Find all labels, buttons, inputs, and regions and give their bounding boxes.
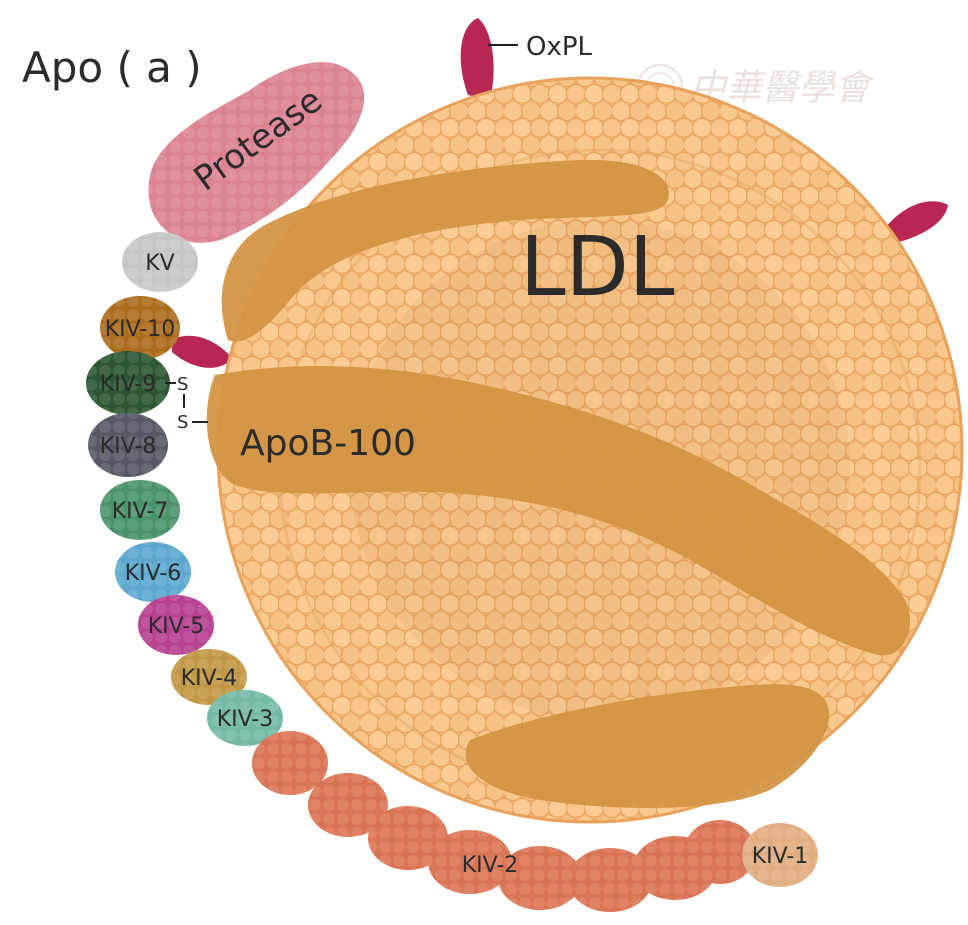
disulfide-s-top: S [177,374,188,395]
kringle-label: KIV-1 [752,844,809,869]
kringle-blob-texture [86,351,170,415]
kringle-kiv4: KIV-4 [171,649,247,705]
oxpl-spike-top [460,18,494,100]
kringle-kiv3: KIV-3 [207,690,283,746]
kringle-blob-texture [100,296,180,360]
oxpl-spike-left [172,335,232,368]
kringle-blob-texture [115,542,191,602]
kringle-kiv7: KIV-7 [100,480,180,540]
page-title: Apo ( a ) [22,43,202,92]
kringle-kiv2: KIV-2 [252,731,756,912]
kringle-blob-texture [308,773,388,837]
kringle-kv: KV [122,232,198,292]
disulfide-s-bottom: S [177,412,188,433]
kringle-label: KIV-2 [462,853,519,878]
oxpl-spike-right [880,201,948,245]
kringle-label: KV [145,251,174,276]
oxpl-spikes [172,18,948,368]
apob-band-bottom [465,684,830,809]
kringle-kiv9: KIV-9 [86,351,170,415]
kringle-blob-texture [428,830,512,894]
kringle-blob-texture [368,806,448,870]
kringle-label: KIV-7 [112,499,169,524]
kringle-label: KIV-5 [148,614,205,639]
kringle-label: KIV-3 [217,707,274,732]
kringle-label: KIV-6 [125,561,182,586]
kringle-label: KIV-8 [100,434,157,459]
kringle-label: KIV-4 [181,666,238,691]
kringle-blob-texture [171,649,247,705]
kringle-kiv5: KIV-5 [138,595,214,655]
kringle-blob-texture [207,690,283,746]
kringle-kiv10: KIV-10 [100,296,180,360]
kringle-blob-texture [100,480,180,540]
kringle-chain: KV KIV-10KIV-9KIV-8KIV-7KIV-6KIV-5KIV-4KI… [86,232,818,912]
kringle-blob-texture [122,232,198,292]
apob-100 [206,159,911,809]
apob-band-middle [206,365,911,656]
kringle-blob-texture [138,595,214,655]
kringle-blob-texture [742,823,818,887]
kringle-blob-texture [88,413,168,477]
kringle-label: KIV-10 [105,317,176,342]
kringle-label: KIV-9 [100,372,157,397]
kringle-blob-texture [252,731,328,795]
kringle-blob-texture [498,846,582,910]
apob-band-top [221,159,669,342]
kringle-kiv8: KIV-8 [88,413,168,477]
kringle-kiv6: KIV-6 [115,542,191,602]
ldl-label: LDL [520,220,675,315]
disulfide-bond: S S [165,374,208,433]
oxpl-label: OxPL [526,32,593,62]
kringle-kiv1: KIV-1 [742,823,818,887]
kringle-blob-texture [568,848,652,912]
apob-label: ApoB-100 [240,423,416,464]
kringle-blob-texture [684,820,756,884]
